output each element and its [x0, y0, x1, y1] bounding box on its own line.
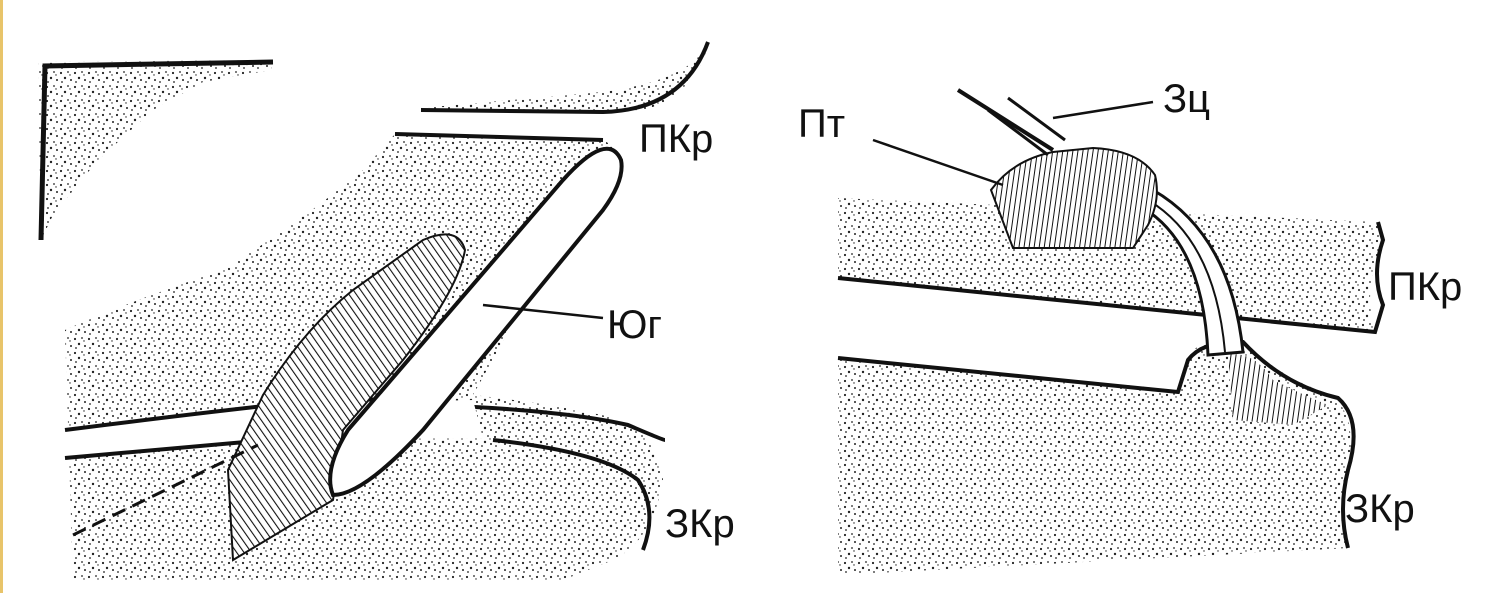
left-label-zkr: ЗКр	[665, 502, 735, 546]
right-panel	[838, 90, 1383, 575]
left-anterior-wing	[421, 40, 711, 112]
right-label-pkr: ПКр	[1388, 265, 1462, 309]
right-brush	[991, 148, 1157, 248]
left-label-pkr: ПКр	[639, 117, 713, 161]
left-label-yug: Юг	[607, 303, 662, 347]
right-posterior-band	[838, 341, 1351, 575]
right-label-zc: Зц	[1163, 77, 1210, 121]
corner-block	[38, 60, 273, 240]
right-label-zkr: ЗКр	[1345, 487, 1415, 531]
anatomy-diagram: ПКр Юг ЗКр Зц Пт ПКр ЗКр	[3, 0, 1498, 593]
right-label-pt: Пт	[798, 102, 845, 146]
